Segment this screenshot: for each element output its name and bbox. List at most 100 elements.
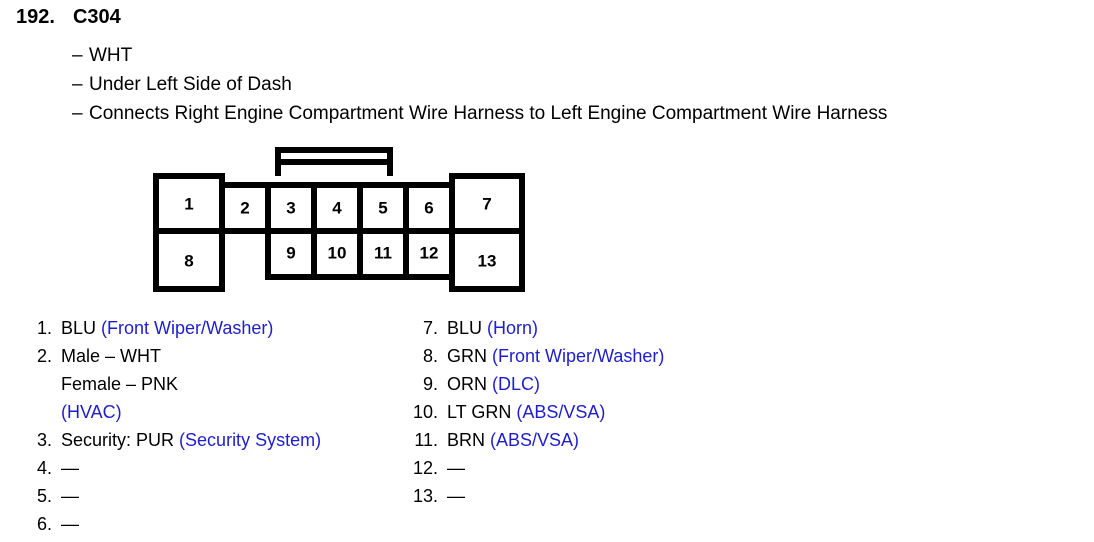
pin-label-8: 8 bbox=[184, 251, 193, 270]
wire-color: BRN bbox=[447, 430, 486, 450]
pin-legend-left-column: 1. BLU (Front Wiper/Washer) 2. Male – WH… bbox=[18, 314, 398, 538]
pin-description: Male – WHT Female – PNK (HVAC) bbox=[61, 342, 398, 426]
spec-line-location: –Under Left Side of Dash bbox=[72, 70, 887, 99]
pin-line: BLU (Front Wiper/Washer) bbox=[61, 314, 398, 342]
pin-line: — bbox=[447, 486, 465, 506]
circuit-signal: (Horn) bbox=[487, 318, 539, 338]
pin-label-2: 2 bbox=[240, 198, 249, 217]
pin-line: GRN (Front Wiper/Washer) bbox=[447, 342, 784, 370]
pin-label-10: 10 bbox=[328, 243, 347, 262]
pin-label-6: 6 bbox=[424, 198, 433, 217]
connector-number: 192. bbox=[16, 6, 55, 28]
pin-index: 6. bbox=[36, 514, 52, 534]
pin-line: — bbox=[61, 486, 79, 506]
pin-description: LT GRN (ABS/VSA) bbox=[447, 398, 784, 426]
list-item: 4. — bbox=[18, 454, 398, 482]
pin-line: (HVAC) bbox=[61, 398, 398, 426]
pin-index: 8. bbox=[422, 346, 438, 366]
connector-spec-list: –WHT –Under Left Side of Dash –Connects … bbox=[72, 41, 887, 128]
pin-label-12: 12 bbox=[420, 243, 439, 262]
spec-text: Under Left Side of Dash bbox=[89, 74, 292, 95]
list-item: 10. LT GRN (ABS/VSA) bbox=[404, 398, 784, 426]
pin-description: BLU (Front Wiper/Washer) bbox=[61, 314, 398, 342]
dash-bullet-icon: – bbox=[72, 103, 83, 124]
pin-index: 1. bbox=[36, 318, 52, 338]
list-item: 1. BLU (Front Wiper/Washer) bbox=[18, 314, 398, 342]
pin-description: — bbox=[447, 454, 784, 482]
pin-line: Female – PNK bbox=[61, 370, 398, 398]
wire-color: BLU bbox=[61, 318, 97, 338]
pin-label-1: 1 bbox=[184, 194, 193, 213]
pin-index: 7. bbox=[422, 318, 438, 338]
pin-index: 11. bbox=[414, 430, 438, 450]
list-item: 2. Male – WHT Female – PNK (HVAC) bbox=[18, 342, 398, 426]
pin-line: ORN (DLC) bbox=[447, 370, 784, 398]
list-item: 9. ORN (DLC) bbox=[404, 370, 784, 398]
pin-line: — bbox=[61, 514, 79, 534]
pin-line: — bbox=[61, 458, 79, 478]
spec-line-connects: –Connects Right Engine Compartment Wire … bbox=[72, 99, 887, 128]
pin-label-7: 7 bbox=[482, 194, 491, 213]
list-item: 6. — bbox=[18, 510, 398, 538]
pin-index: 3. bbox=[36, 430, 52, 450]
pin-index: 9. bbox=[422, 374, 438, 394]
pin-description: — bbox=[61, 454, 398, 482]
pin-label-4: 4 bbox=[332, 198, 342, 217]
circuit-signal: (ABS/VSA) bbox=[490, 430, 580, 450]
circuit-signal: (HVAC) bbox=[61, 402, 122, 422]
circuit-signal: (ABS/VSA) bbox=[516, 402, 606, 422]
wire-color: GRN bbox=[447, 346, 487, 366]
pin-description: — bbox=[447, 482, 784, 510]
pin-cell-8 bbox=[153, 228, 225, 292]
pin-description: GRN (Front Wiper/Washer) bbox=[447, 342, 784, 370]
pin-index: 5. bbox=[36, 486, 52, 506]
list-item: 12. — bbox=[404, 454, 784, 482]
list-item: 11. BRN (ABS/VSA) bbox=[404, 426, 784, 454]
list-item: 8. GRN (Front Wiper/Washer) bbox=[404, 342, 784, 370]
list-item: 7. BLU (Horn) bbox=[404, 314, 784, 342]
list-item: 5. — bbox=[18, 482, 398, 510]
pin-line: BLU (Horn) bbox=[447, 314, 784, 342]
pin-line: LT GRN (ABS/VSA) bbox=[447, 398, 784, 426]
spec-text: Connects Right Engine Compartment Wire H… bbox=[89, 103, 888, 124]
wire-color: BLU bbox=[447, 318, 483, 338]
pin-line: Male – WHT bbox=[61, 342, 398, 370]
circuit-signal: (Front Wiper/Washer) bbox=[101, 318, 274, 338]
connector-name: C304 bbox=[72, 6, 121, 28]
pin-index: 4. bbox=[36, 458, 52, 478]
wire-color: LT GRN bbox=[447, 402, 512, 422]
pin-description: — bbox=[61, 510, 398, 538]
wire-color: Security: PUR bbox=[61, 430, 175, 450]
pin-line: — bbox=[447, 458, 465, 478]
pin-label-13: 13 bbox=[478, 251, 497, 270]
dash-bullet-icon: – bbox=[72, 45, 83, 66]
list-item: 13. — bbox=[404, 482, 784, 510]
pin-index: 10. bbox=[412, 402, 438, 422]
pin-legend-right-column: 7. BLU (Horn) 8. GRN (Front Wiper/Washer… bbox=[404, 314, 784, 510]
pin-index: 13. bbox=[412, 486, 438, 506]
dash-bullet-icon: – bbox=[72, 74, 83, 95]
wire-color: Female – PNK bbox=[61, 374, 179, 394]
connector-pinout-diagram: 1 2 3 4 5 6 7 8 9 10 11 12 13 bbox=[150, 145, 530, 295]
circuit-signal: (Security System) bbox=[179, 430, 322, 450]
pin-label-11: 11 bbox=[374, 243, 392, 262]
pin-label-3: 3 bbox=[286, 198, 295, 217]
pin-label-5: 5 bbox=[378, 198, 387, 217]
pin-line: Security: PUR (Security System) bbox=[61, 426, 398, 454]
pin-index: 2. bbox=[36, 346, 52, 366]
pin-description: ORN (DLC) bbox=[447, 370, 784, 398]
pin-index: 12. bbox=[412, 458, 438, 478]
pin-description: Security: PUR (Security System) bbox=[61, 426, 398, 454]
wire-color: ORN bbox=[447, 374, 487, 394]
pin-line: BRN (ABS/VSA) bbox=[447, 426, 784, 454]
circuit-signal: (DLC) bbox=[492, 374, 541, 394]
circuit-signal: (Front Wiper/Washer) bbox=[492, 346, 665, 366]
spec-line-color: –WHT bbox=[72, 41, 887, 70]
pin-description: BLU (Horn) bbox=[447, 314, 784, 342]
page-title: 192. C304 bbox=[16, 6, 121, 29]
pin-description: — bbox=[61, 482, 398, 510]
list-item: 3. Security: PUR (Security System) bbox=[18, 426, 398, 454]
spec-text: WHT bbox=[89, 45, 133, 66]
wire-color: Male – WHT bbox=[61, 346, 162, 366]
pin-cell-13 bbox=[449, 228, 525, 292]
